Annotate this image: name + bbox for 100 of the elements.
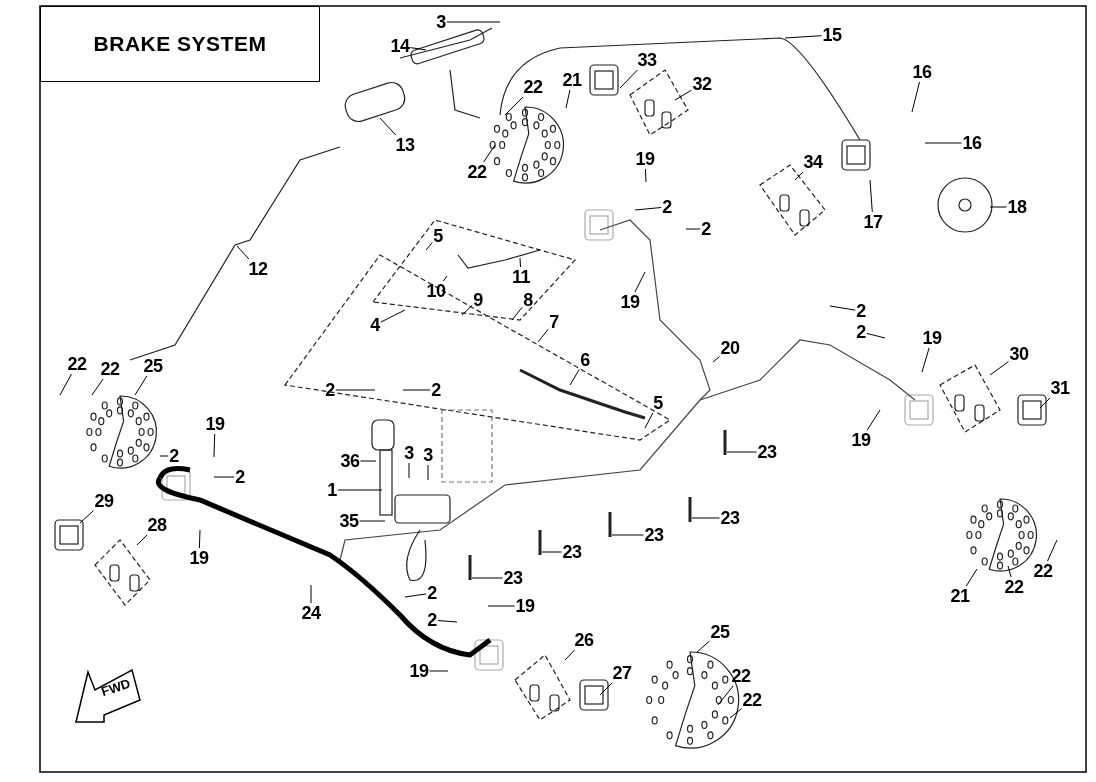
leader-line [537,328,549,343]
callout-number: 36 [340,452,360,470]
leader-line [335,389,376,391]
leader-line [213,476,235,478]
callout-number: 33 [637,51,657,69]
leader-line [236,245,250,260]
leader-line [866,409,881,431]
callout-number: 5 [653,394,663,412]
leader-line [989,206,1007,208]
callout-number: 9 [473,291,483,309]
callout-number: 29 [94,492,114,510]
leader-line [565,89,571,109]
leader-line [611,534,644,536]
callout-number: 3 [436,13,446,31]
leader-line [471,577,503,579]
callout-number: 23 [562,543,582,561]
leader-line [359,520,386,522]
leader-line [619,69,638,89]
callout-number: 11 [512,268,530,286]
leader-line [402,389,431,391]
leader-line [437,620,458,623]
callout-number: 2 [431,381,441,399]
callout-number: 23 [503,569,523,587]
callout-number: 1 [327,481,337,499]
leader-line [924,142,962,144]
leader-line [159,455,169,457]
leader-line [869,179,873,213]
callout-number: 12 [248,260,268,278]
leader-line [487,605,515,607]
callout-number: 8 [523,291,533,309]
leader-line [410,47,427,51]
callout-number: 26 [574,631,594,649]
leader-line [717,685,734,706]
leader-line [541,551,562,553]
leader-line [965,568,978,587]
callout-number: 19 [205,415,225,433]
callout-number: 2 [169,447,179,465]
callout-number: 32 [692,75,712,93]
callout-number: 22 [742,691,762,709]
callout-number: 31 [1050,379,1070,397]
leader-line [691,517,720,519]
callout-number: 2 [325,381,335,399]
leader-line [1047,539,1058,562]
leader-line [729,708,742,719]
leader-line [408,462,410,479]
callout-number: 19 [409,662,429,680]
leader-line [427,464,429,481]
leader-line [380,309,406,323]
callout-number: 19 [515,597,535,615]
leader-line [310,584,312,604]
leader-line [634,207,662,211]
callout-number: 25 [710,623,730,641]
callout-number: 4 [370,316,380,334]
leader-line [726,451,757,453]
callout-number: 10 [426,282,446,300]
callout-number: 27 [612,664,632,682]
callout-number: 22 [1033,562,1053,580]
leader-line [59,373,72,396]
callout-number: 2 [427,584,437,602]
leader-line [425,242,433,251]
leader-line [519,257,521,268]
callout-number: 30 [1009,345,1029,363]
leader-line [337,489,383,491]
callout-number: 25 [143,357,163,375]
leader-line [504,96,524,116]
callout-number: 17 [863,213,883,231]
leader-line [79,510,94,524]
leader-line [1007,565,1012,578]
leader-line [442,275,448,282]
callout-number: 3 [404,444,414,462]
callout-number: 19 [189,549,209,567]
leader-line [213,433,216,458]
leader-line [569,369,580,386]
leader-line [360,460,377,462]
callout-number: 23 [644,526,664,544]
callout-number: 3 [423,446,433,464]
leader-line [674,89,692,101]
callout-number: 14 [390,37,410,55]
callout-number: 34 [803,153,823,171]
leader-line [564,649,575,661]
callout-number: 2 [427,611,437,629]
leader-line [461,304,473,316]
callout-number: 2 [856,323,866,341]
callout-number: 13 [395,136,415,154]
callout-number: 2 [701,220,711,238]
leader-line [599,682,613,696]
callout-number: 24 [301,604,321,622]
callout-number: 23 [720,509,740,527]
leader-line [644,412,654,429]
callout-number: 19 [620,293,640,311]
leader-line [91,378,104,396]
callout-number: 6 [580,351,590,369]
callout-number: 5 [433,227,443,245]
callout-number: 22 [523,78,543,96]
leader-line [866,332,886,339]
leader-line [198,529,201,549]
leader-line [794,171,804,181]
leader-line [404,593,427,598]
callout-number: 21 [950,587,970,605]
callout-number: 35 [339,512,359,530]
